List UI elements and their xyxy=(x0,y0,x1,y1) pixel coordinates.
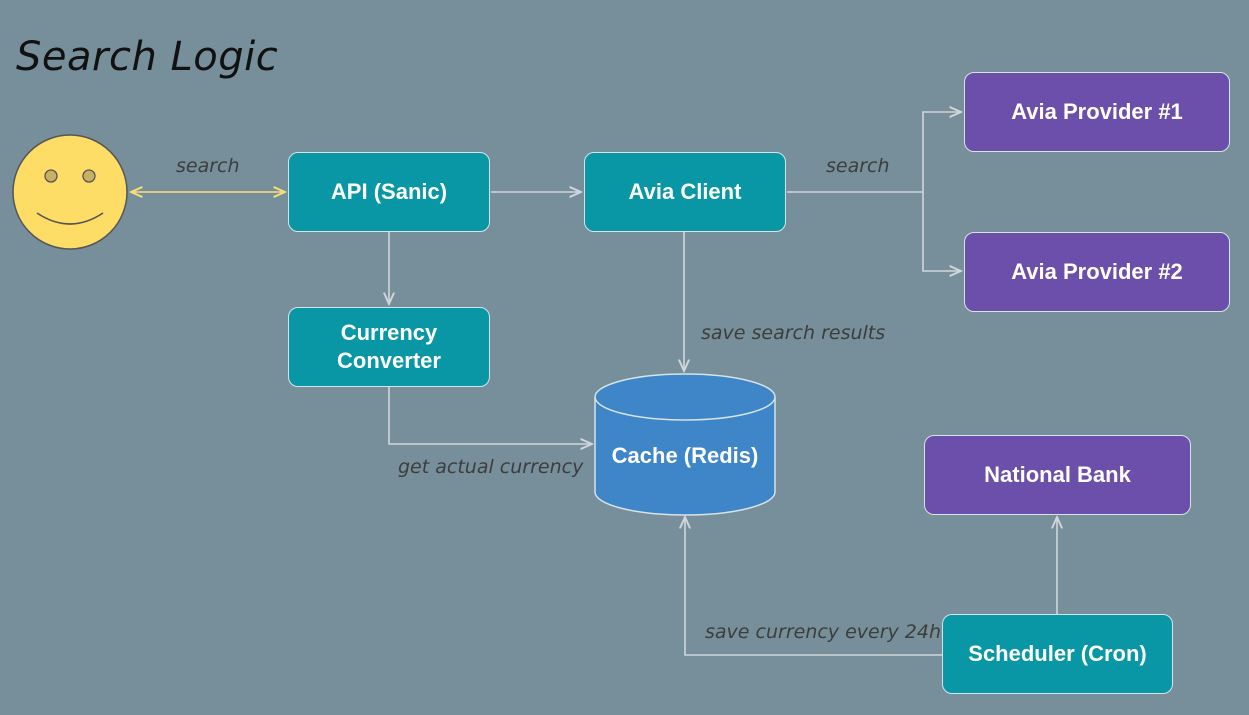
edge-converter-cache xyxy=(388,387,592,444)
node-scheduler[interactable]: Scheduler (Cron) xyxy=(942,614,1173,694)
node-avia-provider-1-label: Avia Provider #1 xyxy=(1011,99,1183,124)
edge-client-provider-2 xyxy=(922,192,961,271)
edge-label-get-currency: get actual currency xyxy=(398,456,584,478)
node-national-bank[interactable]: National Bank xyxy=(924,435,1191,515)
edge-label-save-results: save search results xyxy=(701,322,886,344)
node-api-label: API (Sanic) xyxy=(330,179,448,204)
edge-scheduler-cache xyxy=(685,517,942,656)
node-avia-provider-2[interactable]: Avia Provider #2 xyxy=(964,232,1230,312)
edge-label-user-search: search xyxy=(176,155,240,177)
node-avia-client-label: Avia Client xyxy=(628,179,742,204)
node-national-bank-label: National Bank xyxy=(984,462,1131,487)
edge-client-provider-1 xyxy=(787,112,961,193)
node-cache-label: Cache (Redis) xyxy=(611,443,759,468)
node-avia-provider-1[interactable]: Avia Provider #1 xyxy=(964,72,1230,152)
node-api[interactable]: API (Sanic) xyxy=(288,152,490,232)
page-title: Search Logic xyxy=(16,34,279,80)
edge-label-save-currency: save currency every 24h xyxy=(705,621,942,643)
smiley-face-icon xyxy=(12,134,128,250)
node-avia-client[interactable]: Avia Client xyxy=(584,152,786,232)
node-currency-converter-label: Currency Converter xyxy=(337,320,441,373)
node-avia-provider-2-label: Avia Provider #2 xyxy=(1011,259,1183,284)
edge-label-client-search: search xyxy=(826,155,890,177)
node-scheduler-label: Scheduler (Cron) xyxy=(968,641,1147,666)
node-currency-converter[interactable]: Currency Converter xyxy=(288,307,490,387)
cache-database-icon xyxy=(594,373,776,516)
